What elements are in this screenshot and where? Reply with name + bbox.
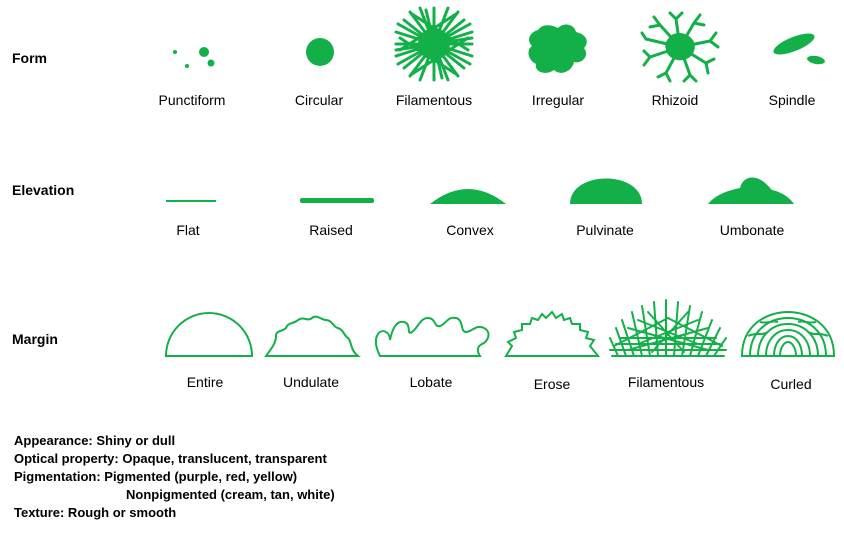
spindle-icon [770,30,830,70]
rhizoid-icon [640,12,720,82]
elevation-row-title: Elevation [12,182,74,198]
raised-icon [298,194,378,208]
texture-note: Texture: Rough or smooth [14,504,335,522]
curled-label: Curled [770,376,811,392]
curled-icon [738,306,838,360]
convex-icon [428,180,508,208]
punctiform-icon [160,36,220,76]
punctiform-label: Punctiform [159,92,226,108]
entire-label: Entire [187,374,224,390]
nonpigmented-note: Nonpigmented (cream, tan, white) [14,486,335,504]
characteristics-notes: Appearance: Shiny or dull Optical proper… [14,432,335,522]
undulate-icon [262,306,362,360]
filamentous-margin-icon [608,298,728,360]
margin-row-title: Margin [12,331,58,347]
lobate-icon [372,310,496,360]
irregular-icon [524,20,594,78]
appearance-note: Appearance: Shiny or dull [14,432,335,450]
pigmentation-note: Pigmentation: Pigmented (purple, red, ye… [14,468,335,486]
rhizoid-label: Rhizoid [652,92,699,108]
irregular-label: Irregular [532,92,584,108]
pulvinate-icon [568,168,648,208]
filamentous-form-icon [392,4,476,84]
filamentous-form-label: Filamentous [396,92,472,108]
entire-icon [162,308,256,360]
form-row-title: Form [12,50,47,66]
umbonate-icon [706,172,796,208]
convex-label: Convex [446,222,493,238]
erose-icon [502,306,602,360]
undulate-label: Undulate [283,374,339,390]
pulvinate-label: Pulvinate [576,222,634,238]
raised-label: Raised [309,222,353,238]
optical-note: Optical property: Opaque, translucent, t… [14,450,335,468]
erose-label: Erose [534,376,571,392]
lobate-label: Lobate [410,374,453,390]
filamentous-margin-label: Filamentous [628,374,704,390]
umbonate-label: Umbonate [720,222,785,238]
circular-icon [300,36,340,72]
flat-icon [164,196,220,206]
flat-label: Flat [176,222,199,238]
circular-label: Circular [295,92,343,108]
spindle-label: Spindle [769,92,816,108]
